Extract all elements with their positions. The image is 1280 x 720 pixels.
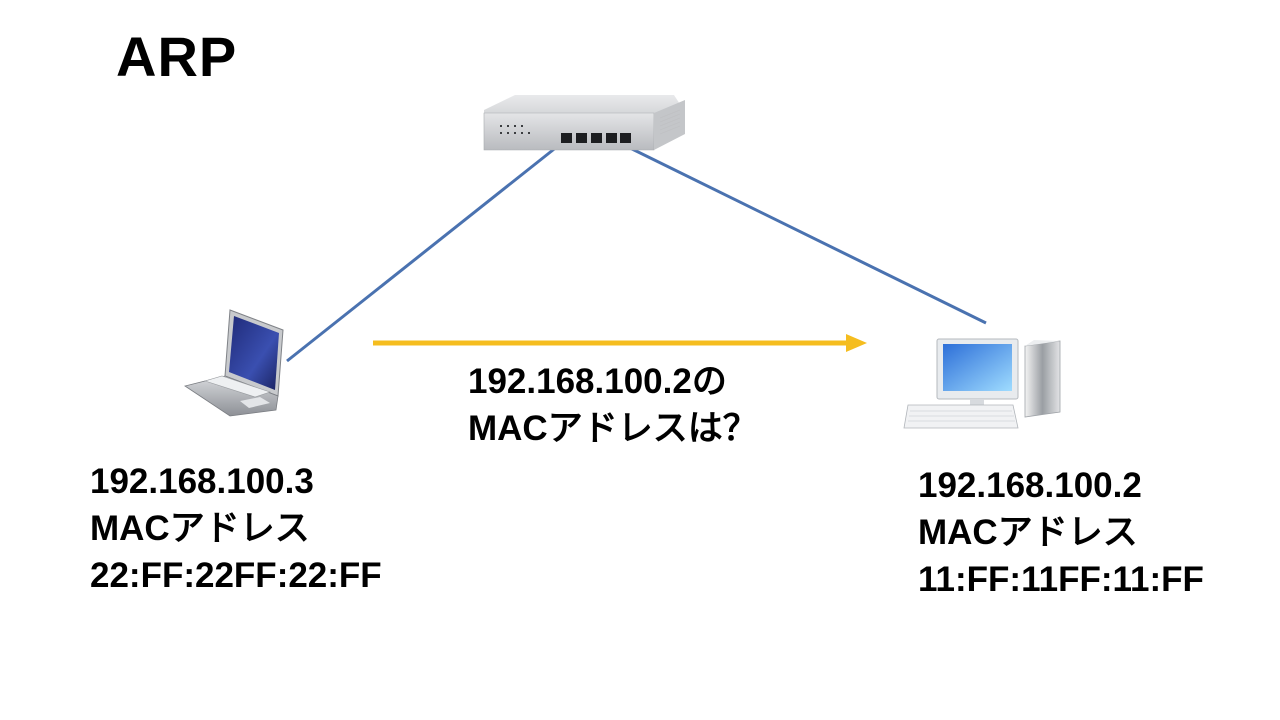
sender-ip: 192.168.100.3 xyxy=(90,462,314,501)
sender-mac-heading: MACアドレス xyxy=(90,509,310,548)
sender-device-label: 192.168.100.3 MACアドレス 22:FF:22FF:22:FF xyxy=(90,458,382,599)
sender-mac: 22:FF:22FF:22:FF xyxy=(90,556,382,595)
desktop-computer-icon xyxy=(903,338,1061,429)
target-ip: 192.168.100.2 xyxy=(918,466,1142,505)
target-mac: 11:FF:11FF:11:FF xyxy=(918,560,1204,599)
network-switch-icon xyxy=(483,95,685,151)
arp-request-line2: MACアドレスは？ xyxy=(468,409,758,448)
laptop-icon xyxy=(184,309,284,417)
arp-request-line1: 192.168.100.2の xyxy=(468,362,727,401)
diagram-title: ARP xyxy=(116,25,238,88)
arp-request-label: 192.168.100.2の MACアドレスは？ xyxy=(468,358,758,452)
target-mac-heading: MACアドレス xyxy=(918,513,1138,552)
target-device-label: 192.168.100.2 MACアドレス 11:FF:11FF:11:FF xyxy=(918,462,1204,603)
link-switch-desktop xyxy=(627,145,987,325)
link-laptop-switch xyxy=(286,140,564,363)
arp-request-arrow xyxy=(373,334,867,352)
